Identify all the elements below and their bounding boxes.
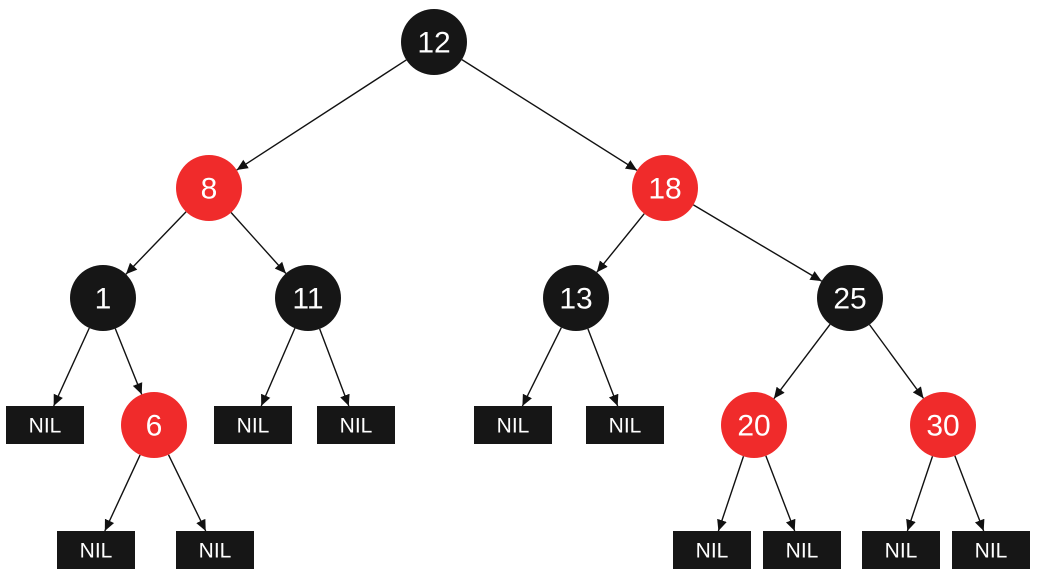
nil-box <box>862 531 940 569</box>
nil-box <box>763 531 841 569</box>
tree-node-6: 6 <box>121 392 187 458</box>
nil-label: NIL <box>497 415 530 438</box>
nil-box <box>214 406 292 444</box>
tree-node-11: 11 <box>275 265 341 331</box>
nil-box <box>586 406 664 444</box>
nil-label: NIL <box>80 540 113 563</box>
node-value-label: 8 <box>201 173 218 206</box>
edge-n25-n30 <box>868 324 925 399</box>
edge-n13-nil13L <box>521 327 562 407</box>
nil-leaf: NIL <box>317 406 395 444</box>
edge-n13-nil13R <box>587 328 619 407</box>
tree-node-1: 1 <box>70 265 136 331</box>
nil-leaf: NIL <box>176 531 254 569</box>
node-value-label: 12 <box>417 27 450 60</box>
edge-n12-n18 <box>461 59 638 171</box>
red-node-circle <box>176 155 242 221</box>
black-node-circle <box>275 265 341 331</box>
nil-label: NIL <box>29 415 62 438</box>
edge-n8-n11 <box>230 212 287 274</box>
red-node-circle <box>910 392 976 458</box>
edge-n12-n8 <box>236 59 407 171</box>
nil-leaf: NIL <box>862 531 940 569</box>
edge-n6-nil6R <box>167 454 207 532</box>
nil-box <box>952 531 1030 569</box>
edge-n25-n20 <box>773 323 831 400</box>
nil-leaf: NIL <box>586 406 664 444</box>
nil-label: NIL <box>975 540 1008 563</box>
nil-label: NIL <box>696 540 729 563</box>
tree-node-8: 8 <box>176 155 242 221</box>
node-value-label: 30 <box>926 410 959 443</box>
tree-node-18: 18 <box>632 155 698 221</box>
edge-n18-n25 <box>693 204 822 282</box>
nil-box <box>673 531 751 569</box>
nil-box <box>317 406 395 444</box>
nil-leaf: NIL <box>673 531 751 569</box>
nil-box <box>6 406 84 444</box>
edge-n30-nil30R <box>954 455 985 532</box>
nil-box <box>57 531 135 569</box>
edge-n20-nil20L <box>717 456 745 532</box>
nil-leaf: NIL <box>763 531 841 569</box>
nil-label: NIL <box>199 540 232 563</box>
edge-n11-nil11R <box>319 328 350 407</box>
tree-node-13: 13 <box>543 265 609 331</box>
node-value-label: 13 <box>559 283 592 316</box>
nil-label: NIL <box>609 415 642 438</box>
node-value-label: 6 <box>146 410 163 443</box>
nil-box <box>474 406 552 444</box>
nil-leaf: NIL <box>57 531 135 569</box>
black-node-circle <box>401 9 467 75</box>
nil-leaf: NIL <box>952 531 1030 569</box>
edge-n6-nil6L <box>104 454 141 532</box>
edge-n1-n6 <box>114 328 143 395</box>
nil-label: NIL <box>786 540 819 563</box>
red-node-circle <box>632 155 698 221</box>
nil-label: NIL <box>885 540 918 563</box>
tree-node-25: 25 <box>817 265 883 331</box>
nil-label: NIL <box>237 415 270 438</box>
red-node-circle <box>721 392 787 458</box>
node-value-label: 11 <box>292 283 323 316</box>
edge-n8-n1 <box>125 211 187 275</box>
tree-node-30: 30 <box>910 392 976 458</box>
tree-node-12: 12 <box>401 9 467 75</box>
nil-label: NIL <box>340 415 373 438</box>
black-node-circle <box>70 265 136 331</box>
black-node-circle <box>817 265 883 331</box>
edge-n1-nil1L <box>53 327 90 407</box>
nil-leaf: NIL <box>474 406 552 444</box>
red-node-circle <box>121 392 187 458</box>
nil-leaf: NIL <box>214 406 292 444</box>
edge-n11-nil11L <box>260 328 296 407</box>
node-value-label: 1 <box>95 283 112 316</box>
node-value-label: 20 <box>737 410 770 443</box>
edge-n18-n13 <box>596 213 645 273</box>
edge-n30-nil30L <box>906 456 934 532</box>
nil-box <box>176 531 254 569</box>
edge-n20-nil20R <box>765 455 796 532</box>
nil-leaf: NIL <box>6 406 84 444</box>
node-value-label: 25 <box>833 283 866 316</box>
black-node-circle <box>543 265 609 331</box>
edges-layer <box>53 59 985 532</box>
node-value-label: 18 <box>648 173 681 206</box>
tree-node-20: 20 <box>721 392 787 458</box>
